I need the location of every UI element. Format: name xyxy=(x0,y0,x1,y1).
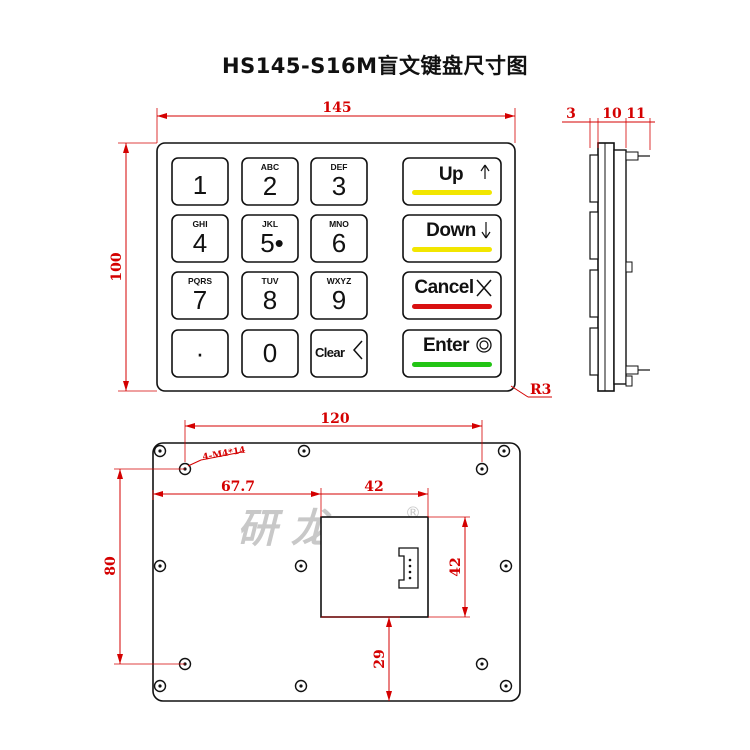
key-digit: 0 xyxy=(263,338,277,368)
color-bar-yellow xyxy=(412,190,492,195)
key-digit: 7 xyxy=(193,285,207,315)
front-view: 145 100 R3 1 ABC 2 DEF xyxy=(109,100,552,398)
key-letters: TUV xyxy=(262,276,279,286)
key-clear[interactable]: Clear xyxy=(310,329,368,378)
key-digit: 8 xyxy=(263,285,277,315)
dim-height-front: 100 xyxy=(109,252,125,281)
color-bar-red xyxy=(412,304,492,309)
key-digit: · xyxy=(196,338,205,368)
key-2[interactable]: ABC 2 xyxy=(241,157,299,206)
key-letters: WXYZ xyxy=(327,276,352,286)
key-8[interactable]: TUV 8 xyxy=(241,271,299,320)
numeric-keys: 1 ABC 2 DEF 3 GHI 4 JKL 5• xyxy=(171,157,368,378)
drawing-title: HS145-S16M盲文键盘尺寸图 xyxy=(222,54,528,78)
key-7[interactable]: PQRS 7 xyxy=(171,271,229,320)
fn-label: Enter xyxy=(423,335,470,356)
color-bar-green xyxy=(412,362,492,367)
key-5[interactable]: JKL 5• xyxy=(241,214,299,263)
dim-side-b: 10 xyxy=(602,106,622,122)
dim-side-c: 11 xyxy=(626,106,645,122)
key-9[interactable]: WXYZ 9 xyxy=(310,271,368,320)
key-0[interactable]: 0 xyxy=(241,329,299,378)
dim-width-front: 145 xyxy=(322,100,351,116)
dim-corner-radius: R3 xyxy=(530,382,551,398)
key-digit: 2 xyxy=(263,171,277,201)
key-letters: PQRS xyxy=(188,276,212,286)
dim-side-a: 3 xyxy=(566,106,576,122)
key-down[interactable]: Down xyxy=(402,214,502,263)
side-board xyxy=(613,149,627,385)
dim-hole-span: 120 xyxy=(320,411,349,427)
clear-label: Clear xyxy=(315,345,345,360)
back-view: 研 龙 ® 120 4-M4*14 67.7 42 xyxy=(103,411,521,702)
key-letters: GHI xyxy=(192,219,207,229)
key-letters: DEF xyxy=(331,162,348,172)
key-letters: ABC xyxy=(261,162,279,172)
dim-offset-x: 67.7 xyxy=(221,479,255,495)
key-digit: 3 xyxy=(332,171,346,201)
key-1[interactable]: 1 xyxy=(171,157,229,206)
color-bar-yellow xyxy=(412,247,492,252)
dim-connector-width: 42 xyxy=(364,479,383,495)
key-letters: JKL xyxy=(262,219,278,229)
key-enter[interactable]: Enter xyxy=(402,329,502,378)
cross-icon xyxy=(476,279,492,297)
key-letters: MNO xyxy=(329,219,349,229)
key-digit: 4 xyxy=(193,228,207,258)
side-view: 3 10 11 xyxy=(562,106,655,392)
mounting-studs xyxy=(153,444,513,693)
dim-bottom-offset: 29 xyxy=(372,649,388,668)
key-cancel[interactable]: Cancel xyxy=(402,271,502,320)
function-keys: Up Down Cancel xyxy=(402,157,502,378)
chevron-left-icon xyxy=(352,340,363,360)
key-digit: 9 xyxy=(332,285,346,315)
key-up[interactable]: Up xyxy=(402,157,502,206)
fn-label: Cancel xyxy=(414,277,473,298)
arrow-up-icon xyxy=(480,164,490,179)
key-6[interactable]: MNO 6 xyxy=(310,214,368,263)
connector-icon xyxy=(398,547,419,589)
fn-label: Down xyxy=(426,220,476,241)
key-4[interactable]: GHI 4 xyxy=(171,214,229,263)
fn-label: Up xyxy=(439,164,463,185)
arrow-down-icon xyxy=(481,222,491,239)
key-dot[interactable]: · xyxy=(171,329,229,378)
circle-icon xyxy=(476,337,492,353)
key-digit: 5• xyxy=(260,228,284,258)
watermark-text: 研 龙 xyxy=(237,505,336,552)
key-digit: 1 xyxy=(193,170,207,200)
key-3[interactable]: DEF 3 xyxy=(310,157,368,206)
side-plate xyxy=(597,142,615,392)
key-digit: 6 xyxy=(332,228,346,258)
dim-connector-height: 42 xyxy=(448,557,464,576)
dim-height-back: 80 xyxy=(103,556,119,576)
